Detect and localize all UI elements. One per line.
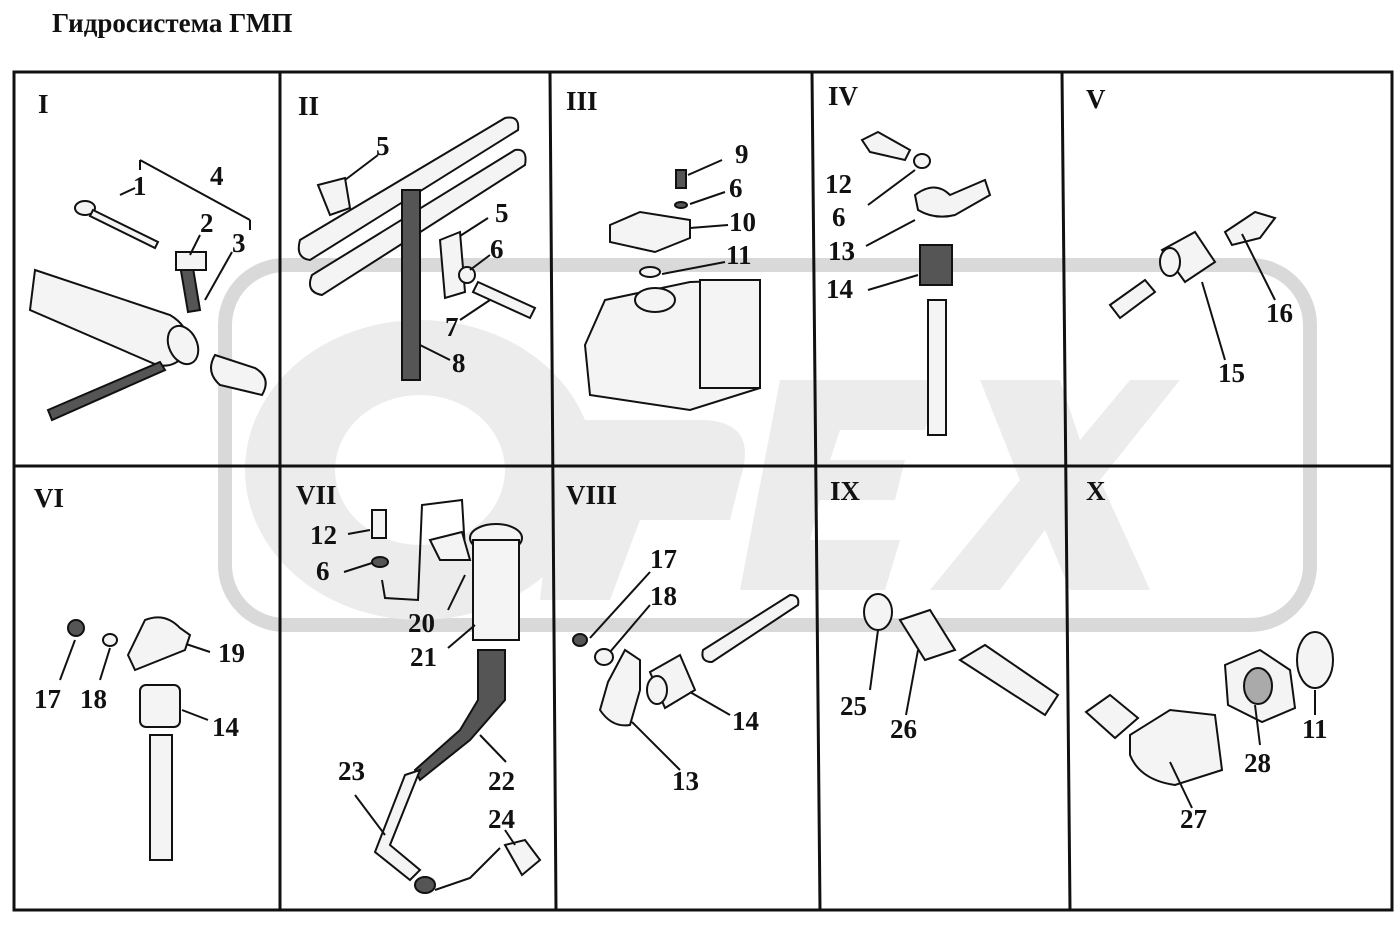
callout-25: 25 <box>840 691 867 721</box>
callout-14b: 14 <box>212 712 239 742</box>
callout-5b: 5 <box>495 198 509 228</box>
callout-23: 23 <box>338 756 365 786</box>
callout-26: 26 <box>890 714 917 744</box>
panel-vii-drawing <box>343 498 542 894</box>
callout-11b: 11 <box>1302 714 1328 744</box>
callout-12b: 12 <box>310 520 337 550</box>
callout-22: 22 <box>488 766 515 796</box>
callout-8: 8 <box>452 348 466 378</box>
callout-7a: 7 <box>445 312 459 342</box>
callout-6a: 6 <box>490 234 504 264</box>
panel-iii-drawing <box>583 159 762 412</box>
callout-18a: 18 <box>80 684 107 714</box>
callout-14a: 14 <box>826 274 853 304</box>
panel-ii-drawing <box>297 116 537 381</box>
callout-4: 4 <box>210 161 224 191</box>
panel-label-iv: IV <box>828 81 859 111</box>
callout-1: 1 <box>133 171 147 201</box>
callout-15: 15 <box>1218 358 1245 388</box>
panel-grid <box>12 70 1394 912</box>
callout-20: 20 <box>408 608 435 638</box>
panel-label-i: I <box>38 89 49 119</box>
panel-x-drawing <box>1084 631 1334 809</box>
panel-iv-drawing <box>860 130 992 436</box>
watermark <box>218 258 1317 632</box>
callout-17a: 17 <box>34 684 61 714</box>
callout-27: 27 <box>1180 804 1207 834</box>
page-title: Гидросистема ГМП <box>52 8 293 38</box>
callout-9: 9 <box>735 139 749 169</box>
panel-v-drawing <box>1108 210 1277 361</box>
callout-6d: 6 <box>316 556 330 586</box>
panel-label-ix: IX <box>830 476 861 506</box>
panel-vi-drawing <box>59 616 211 861</box>
callout-13b: 13 <box>672 766 699 796</box>
callout-12a: 12 <box>825 169 852 199</box>
callout-16: 16 <box>1266 298 1293 328</box>
panel-label-vi: VI <box>34 483 64 513</box>
callout-17b: 17 <box>650 544 677 574</box>
panel-label-vii: VII <box>296 480 337 510</box>
panel-ix-drawing <box>863 593 1060 717</box>
callout-28: 28 <box>1244 748 1271 778</box>
panel-label-ii: II <box>298 91 319 121</box>
callout-19: 19 <box>218 638 245 668</box>
panel-label-v: V <box>1086 84 1106 114</box>
callout-6b: 6 <box>729 173 743 203</box>
callout-21: 21 <box>410 642 437 672</box>
panel-i-drawing <box>28 159 267 422</box>
callout-2: 2 <box>200 208 214 238</box>
callout-5a: 5 <box>376 131 390 161</box>
callout-18b: 18 <box>650 581 677 611</box>
callout-24: 24 <box>488 804 515 834</box>
panel-label-iii: III <box>566 86 598 116</box>
callout-6c: 6 <box>832 202 846 232</box>
panel-label-viii: VIII <box>566 480 617 510</box>
callout-14c: 14 <box>732 706 759 736</box>
panel-label-x: X <box>1086 476 1106 506</box>
callout-13a: 13 <box>828 236 855 266</box>
callout-10: 10 <box>729 207 756 237</box>
callout-3: 3 <box>232 228 246 258</box>
callout-11a: 11 <box>726 240 752 270</box>
panel-viii-drawing <box>572 571 800 771</box>
